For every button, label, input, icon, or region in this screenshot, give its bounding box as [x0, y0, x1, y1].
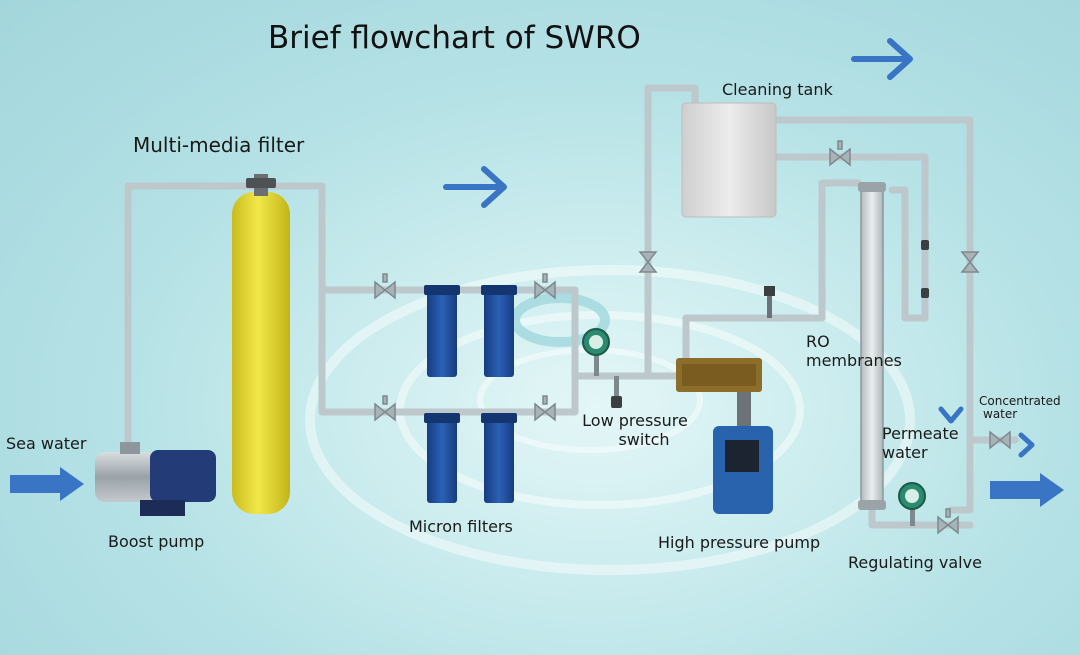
- micron-filters-label: Micron filters: [409, 517, 513, 536]
- permeate-down-arrow-icon: [938, 406, 964, 424]
- pressure-gauge-outlet: [898, 482, 926, 526]
- regulating-valve-label: Regulating valve: [848, 553, 982, 572]
- arrow-right-icon: [443, 166, 507, 208]
- valves: [374, 140, 1011, 535]
- valve-tank-outlet: [829, 140, 851, 167]
- valve-concentrate-out: [989, 430, 1011, 450]
- concentrated-water-label-line2: water: [983, 407, 1018, 422]
- permeate-water-label-line2: water: [882, 443, 928, 463]
- ro-membranes: [858, 182, 886, 510]
- valve-top-micron: [374, 273, 396, 300]
- valve-riser: [638, 251, 658, 273]
- concentrate-right-arrow-icon: [1018, 432, 1035, 458]
- permeate-outlet-arrow-icon: [990, 473, 1064, 507]
- sea-water-label: Sea water: [6, 434, 87, 453]
- multi-media-filter-label: Multi-media filter: [133, 133, 305, 157]
- multi-media-filter: [232, 174, 290, 514]
- ro-membranes-label: RO membranes: [806, 332, 902, 370]
- pressure-gauges: [582, 328, 926, 526]
- regulating-valve: [937, 508, 959, 535]
- flow-arrows: [10, 38, 1064, 507]
- low-pressure-switch-label-line2: switch: [618, 430, 670, 450]
- cleaning-tank: [681, 102, 777, 218]
- high-pressure-manifold: [676, 358, 762, 392]
- permeate-water-label-line1: Permeate: [882, 424, 959, 443]
- pipe-network: [124, 84, 1019, 529]
- valve-bottom-right-micron: [534, 395, 556, 422]
- flowmeters: [921, 240, 929, 298]
- arrow-right-icon: [851, 38, 913, 80]
- pressure-sensor: [764, 286, 775, 318]
- low-pressure-switch-label: Low pressure switch: [579, 411, 691, 449]
- water-ripple-decoration: [305, 265, 915, 575]
- valve-bottom-micron: [374, 395, 396, 422]
- high-pressure-pump-label: High pressure pump: [658, 533, 821, 552]
- micron-filters: [424, 285, 517, 503]
- sea-water-inlet-arrow-icon: [10, 467, 84, 501]
- ro-membranes-label-line2: membranes: [806, 351, 902, 371]
- pressure-gauge-inlet: [582, 328, 610, 376]
- high-pressure-pump: [713, 392, 773, 514]
- boost-pump-label: Boost pump: [108, 532, 205, 551]
- permeate-water-label: Permeate water: [882, 424, 959, 462]
- valve-right-loop: [960, 251, 980, 273]
- boost-pump: [95, 442, 216, 516]
- concentrated-water-label: Concentrated water: [979, 394, 1061, 422]
- valve-top-right-micron: [534, 273, 556, 300]
- page-title: Brief flowchart of SWRO: [268, 20, 641, 56]
- ro-membranes-label-line1: RO: [806, 332, 830, 351]
- concentrated-water-label-line1: Concentrated: [979, 394, 1061, 408]
- cleaning-tank-label: Cleaning tank: [722, 80, 833, 99]
- low-pressure-switch: [611, 376, 622, 408]
- low-pressure-switch-label-line1: Low pressure: [582, 411, 688, 430]
